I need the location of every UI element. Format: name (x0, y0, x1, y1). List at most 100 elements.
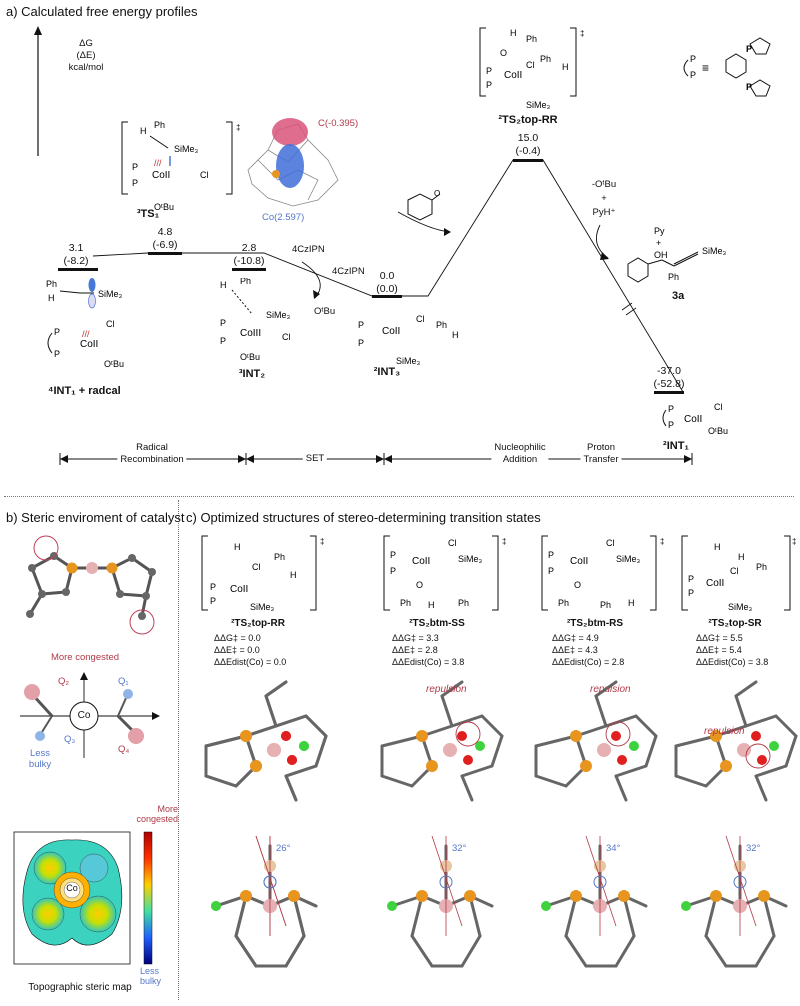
label-int1b: ²INT₁ (663, 440, 689, 452)
svg-text:CoIII: CoIII (240, 328, 261, 339)
svg-text:H: H (48, 293, 55, 303)
svg-text:CoII: CoII (382, 326, 400, 337)
svg-text:CoII: CoII (570, 556, 588, 567)
svg-text:P: P (548, 566, 554, 576)
level-ts2 (513, 159, 543, 162)
svg-text:Cl: Cl (526, 60, 535, 70)
svg-text:Ph: Ph (154, 120, 165, 130)
label-int2: ³INT₂ (238, 368, 266, 380)
energy-int3: 0.0(0.0) (376, 270, 398, 295)
svg-text:P: P (132, 178, 138, 188)
svg-text:CoII: CoII (706, 578, 724, 589)
energy-int1: 3.1(-8.2) (63, 242, 89, 267)
phase-set: SET (302, 453, 328, 465)
svg-text:P: P (486, 80, 492, 90)
svg-text:H: H (562, 62, 569, 72)
svg-text:H: H (220, 280, 227, 290)
svg-text:Cl: Cl (200, 170, 209, 180)
catalyst-structure (26, 535, 156, 635)
svg-text:Cl: Cl (416, 314, 425, 324)
svg-text:SiMe₃: SiMe₃ (702, 246, 727, 256)
svg-text:Ph: Ph (46, 279, 57, 289)
steric-map (13, 831, 153, 965)
energy-axis (34, 26, 42, 156)
ts-label-4: ²TS₂top-SR (708, 618, 762, 629)
svg-text:P: P (746, 44, 752, 54)
label-int3: ²INT₃ (373, 366, 401, 378)
svg-text:OᵗBu: OᵗBu (708, 426, 728, 436)
svg-text:P: P (486, 66, 492, 76)
svg-text:H: H (738, 552, 745, 562)
spin-c-label: C(-0.395) (318, 118, 359, 129)
ts-scheme-4: ‡ H H Ph Cl P P CoII SiMe₃ (681, 535, 796, 612)
svg-text:Cl: Cl (606, 538, 615, 548)
svg-text:P: P (358, 338, 364, 348)
ts-scheme-2: ‡ P P CoII Cl SiMe₃ O Ph H Ph (383, 535, 506, 611)
energy-int1b: -37.0(-52.8) (653, 365, 685, 390)
svg-text:‡: ‡ (792, 537, 796, 546)
svg-text:H: H (428, 600, 435, 610)
svg-text:+: + (656, 238, 661, 248)
svg-text:SiMe₃: SiMe₃ (250, 602, 275, 612)
svg-text:///: /// (82, 329, 90, 339)
spin-co-label: Co(2.597) (262, 212, 305, 223)
svg-text:‡: ‡ (660, 537, 664, 546)
svg-text:SiMe₃: SiMe₃ (266, 310, 291, 320)
svg-text:OᵗBu: OᵗBu (154, 202, 174, 212)
svg-text:P: P (210, 582, 216, 592)
svg-text:Cl: Cl (106, 319, 115, 329)
otbu-released: OᵗBu (314, 306, 336, 317)
svg-text:Ph: Ph (240, 278, 251, 286)
svg-text:SiMe₃: SiMe₃ (98, 289, 123, 299)
structure-int1b: P P CoII Cl OᵗBu (662, 402, 728, 436)
level-int2 (232, 268, 266, 271)
svg-text:H: H (714, 542, 721, 552)
svg-text:‡: ‡ (502, 537, 506, 546)
structure-ts1: ‡ H Ph SiMe₃ P P CoII Cl OᵗBu /// (121, 120, 240, 212)
svg-text:P: P (220, 336, 226, 346)
product-structure: Py + OH SiMe₃ Ph (627, 226, 727, 283)
svg-text:SiMe₃: SiMe₃ (174, 144, 199, 154)
svg-text:P: P (54, 327, 60, 337)
angle-2: 32° (452, 843, 467, 854)
svg-text:O: O (574, 580, 581, 590)
label-int1: ⁴INT₁ + radcal (48, 385, 121, 397)
divider-vertical (178, 500, 179, 1000)
svg-text:CoII: CoII (80, 339, 98, 350)
svg-text:SiMe₃: SiMe₃ (458, 554, 483, 564)
svg-text:///: /// (154, 158, 162, 168)
svg-text:P: P (54, 349, 60, 359)
svg-text:P: P (746, 82, 752, 92)
svg-text:H: H (628, 598, 635, 608)
label-ts2: ²TS₂top-RR (498, 114, 558, 126)
svg-text:Cl: Cl (730, 566, 739, 576)
structure-int2: H Ph SiMe₃ P P CoIII Cl OᵗBu (220, 278, 291, 362)
svg-text:Ph: Ph (274, 552, 285, 562)
angle-4: 32° (746, 843, 761, 854)
map-co: Co (66, 883, 78, 893)
svg-text:P: P (390, 566, 396, 576)
ligand-structure: P P ≡ P P (683, 37, 771, 97)
energy-ts1: 4.8(-6.9) (152, 226, 178, 251)
structure-ts2: ‡ H Ph O Ph Cl H P P CoII SiMe₃ (479, 27, 584, 110)
svg-text:SiMe₃: SiMe₃ (616, 554, 641, 564)
svg-text:H: H (140, 126, 147, 136)
level-int1b (654, 391, 684, 394)
svg-text:CoII: CoII (412, 556, 430, 567)
svg-text:Ph: Ph (458, 598, 469, 608)
svg-text:P: P (210, 596, 216, 606)
level-int3 (372, 295, 402, 298)
map-more-congested: More congested (136, 804, 178, 824)
svg-text:Ph: Ph (600, 600, 611, 610)
repulsion-2: repulsion (426, 684, 467, 695)
spin-density-image (247, 118, 339, 207)
ts-3d-structures (204, 680, 798, 968)
svg-text:O: O (416, 580, 423, 590)
svg-text:P: P (358, 320, 364, 330)
svg-text:H: H (452, 330, 459, 340)
map-less-bulky: Less bulky (140, 966, 162, 986)
